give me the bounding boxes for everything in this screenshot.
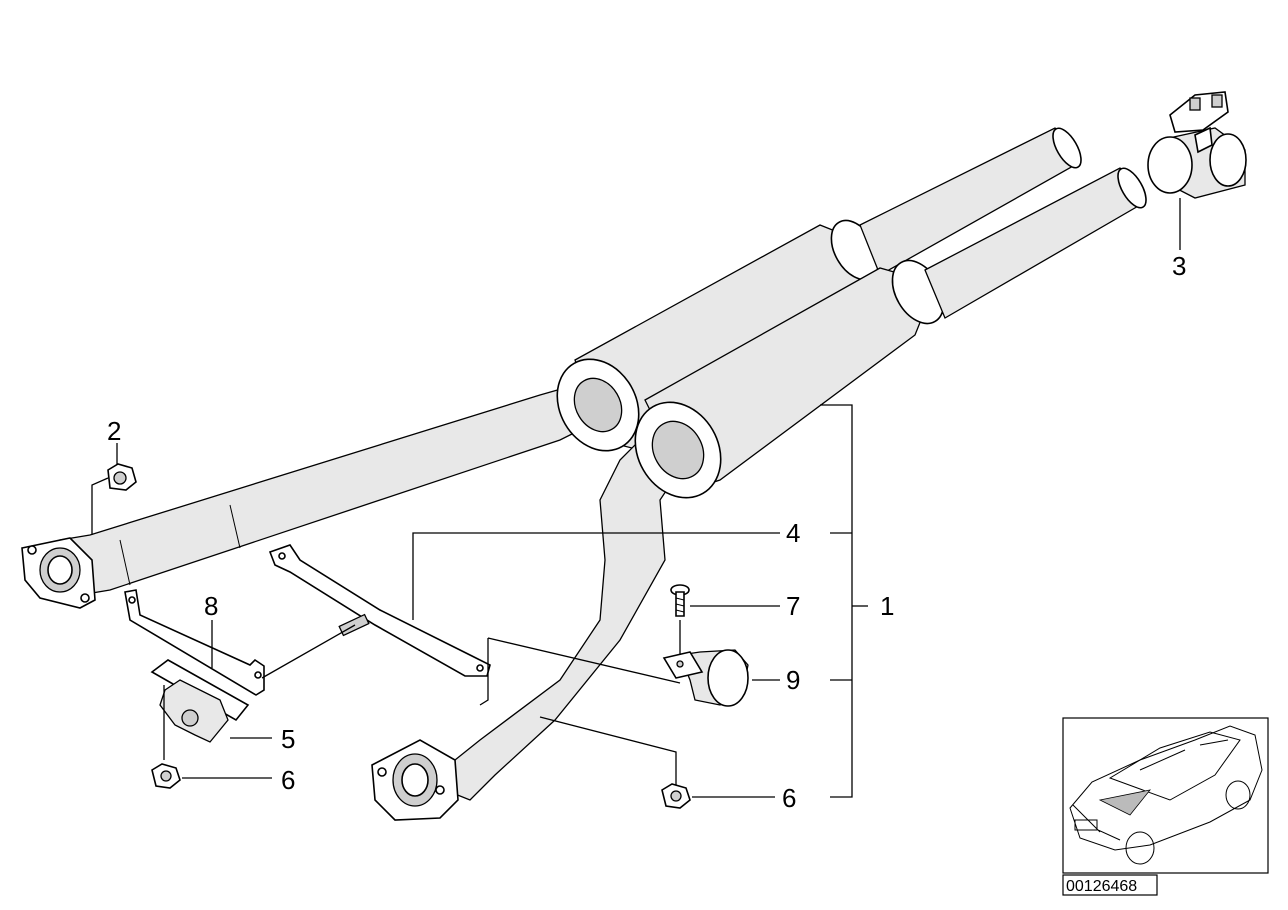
callout-7: 7 [786, 591, 800, 621]
callout-6-right: 6 [782, 783, 796, 813]
callout-4: 4 [786, 518, 800, 548]
callout-6-left: 6 [281, 765, 295, 795]
callout-8: 8 [204, 591, 218, 621]
pipe-clamp-9 [662, 649, 749, 707]
hanger-bracket-4 [268, 544, 491, 677]
front-flange-left [21, 537, 96, 609]
callout-2: 2 [107, 416, 121, 446]
callout-1: 1 [880, 591, 894, 621]
flange-nut-2 [107, 463, 137, 491]
leader-lines [91, 198, 1181, 798]
bolt-7 [670, 584, 690, 617]
pipe-clamp-sleeve [1147, 91, 1247, 199]
car-sketch [1069, 725, 1263, 865]
exhaust-pipe-assembly [21, 127, 1147, 821]
muffler-upper [556, 127, 1082, 452]
callout-5: 5 [281, 724, 295, 754]
hex-nut-6-left [151, 763, 181, 789]
hex-nut-6-right [661, 783, 691, 809]
reference-number: 00126468 [1066, 878, 1137, 895]
rubber-mount-5 [150, 659, 250, 743]
rear-flange [371, 739, 459, 821]
muffler-lower [634, 167, 1147, 499]
callout-numbers: 2 3 4 1 7 9 6 8 5 6 [107, 251, 1186, 813]
vehicle-location-thumbnail [1062, 717, 1269, 874]
callout-3: 3 [1172, 251, 1186, 281]
bracket-8 [124, 589, 265, 696]
reference-number-box: 00126468 [1062, 874, 1158, 896]
callout-9: 9 [786, 665, 800, 695]
